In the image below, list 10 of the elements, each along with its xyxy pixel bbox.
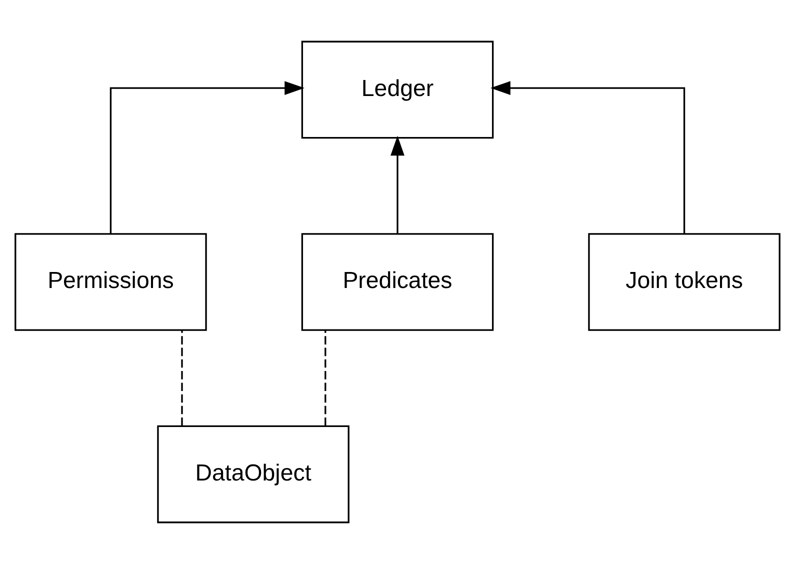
arrow	[390, 135, 404, 233]
node-box: Join tokens	[588, 232, 780, 330]
connector	[324, 330, 326, 426]
arrow	[110, 80, 305, 234]
connector	[181, 330, 183, 426]
node-box: DataObject	[157, 424, 350, 523]
arrow	[490, 80, 686, 234]
node-box: Ledger	[301, 40, 494, 138]
node-box: Predicates	[301, 232, 494, 330]
node-box: Permissions	[14, 232, 207, 330]
